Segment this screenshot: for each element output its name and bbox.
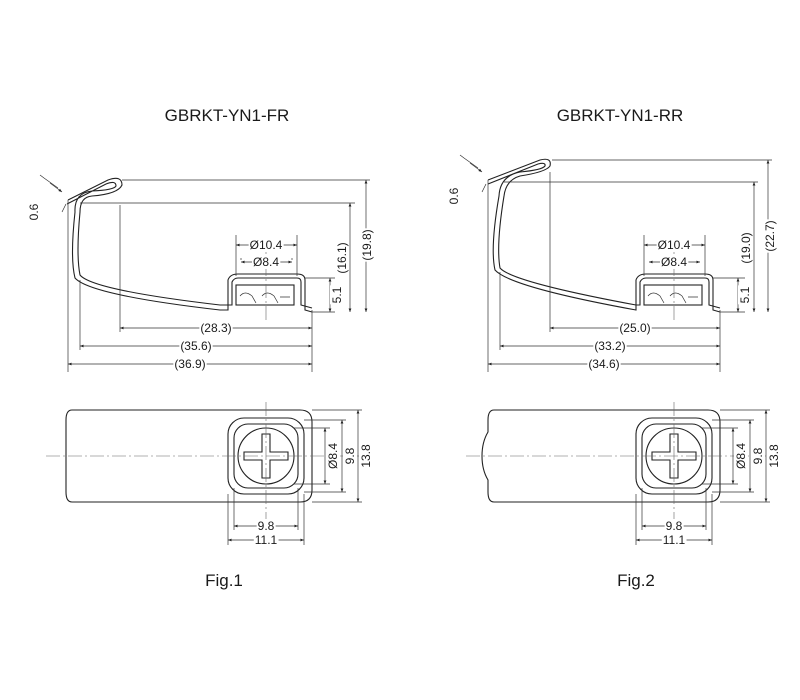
top-view: Ø8.4 9.8 13.8 9.8 11.1 [46, 402, 373, 547]
dim-boss-height: 5.1 [738, 286, 752, 303]
dim-h-inner: 9.8 [666, 519, 683, 533]
bracket-profile-inner [66, 181, 313, 313]
dim-thickness: 0.6 [447, 187, 461, 204]
cross-slot [243, 433, 289, 479]
dim-len-a: (28.3) [200, 321, 231, 335]
dim-d-inner: Ø8.4 [661, 255, 687, 269]
dim-label-bg [656, 238, 692, 252]
dim-label-bg [738, 285, 752, 305]
dim-label-bg [326, 441, 340, 471]
dim-label-bg [199, 321, 233, 335]
dim-len-c: (36.9) [174, 357, 205, 371]
dim-label-bg [767, 442, 781, 469]
figure-2: GBRKT-YN1-RR Ø10.4 Ø8.4 5.1 (19.0) (22.7… [447, 106, 781, 590]
cross-section-detail [239, 292, 290, 304]
dim-height-b: (22.7) [763, 220, 777, 251]
dim-label-bg [253, 533, 279, 547]
top-outline [481, 409, 721, 503]
boss-cavity [235, 284, 295, 306]
dim-v-diameter: Ø8.4 [734, 443, 748, 469]
dim-d-inner: Ø8.4 [253, 255, 279, 269]
side-view: Ø10.4 Ø8.4 5.1 (19.0) (22.7) 0.6 (25.0) … [447, 154, 777, 372]
dim-label-bg [664, 519, 684, 533]
dim-boss-height: 5.1 [330, 286, 344, 303]
dim-thickness: 0.6 [27, 203, 41, 220]
bracket-profile-inner [487, 162, 721, 313]
dim-label-bg [251, 255, 281, 269]
part-number-title: GBRKT-YN1-RR [557, 106, 684, 125]
dim-label-bg [734, 441, 748, 471]
cross-slot [651, 433, 697, 479]
centerlines [466, 402, 770, 520]
dim-label-bg [661, 533, 687, 547]
dim-label-bg [335, 241, 349, 275]
dim-len-b: (35.6) [180, 339, 211, 353]
dim-label-bg [359, 442, 373, 469]
dim-label-bg [330, 285, 344, 305]
figure-caption: Fig.1 [205, 571, 243, 590]
dim-len-c: (34.6) [588, 357, 619, 371]
dim-label-bg [739, 231, 753, 265]
boss-cavity [643, 284, 703, 306]
cross-section-detail [647, 292, 698, 304]
top-view: Ø8.4 9.8 13.8 9.8 11.1 [466, 402, 781, 547]
dim-h-outer: 11.1 [663, 533, 686, 547]
dim-label-bg [343, 446, 357, 466]
dim-v-diameter: Ø8.4 [326, 443, 340, 469]
dim-height-a: (19.0) [739, 232, 753, 263]
dim-label-bg [751, 446, 765, 466]
dim-label-bg [618, 321, 652, 335]
dim-d-outer: Ø10.4 [658, 238, 691, 252]
dim-v-outer: 13.8 [359, 444, 373, 468]
dim-label-bg [256, 519, 276, 533]
dim-h-outer: 11.1 [255, 533, 278, 547]
dim-v-inner: 9.8 [751, 447, 765, 464]
side-view: Ø10.4 Ø8.4 5.1 (16.1) (19.8) 0.6 (28.3) … [27, 174, 374, 372]
dim-h-inner: 9.8 [258, 519, 275, 533]
centerlines [46, 402, 360, 520]
dim-height-b: (19.8) [360, 229, 374, 260]
dim-label-bg [179, 339, 213, 353]
dim-label-bg [587, 357, 621, 371]
figure-caption: Fig.2 [617, 571, 655, 590]
dim-label-bg [593, 339, 627, 353]
dim-label-bg [659, 255, 689, 269]
top-outline [65, 409, 313, 503]
dim-label-bg [173, 357, 207, 371]
bracket-profile [487, 158, 721, 309]
dim-v-inner: 9.8 [343, 447, 357, 464]
bracket-profile [67, 177, 313, 309]
dim-len-b: (33.2) [594, 339, 625, 353]
dim-label-bg [360, 228, 374, 262]
dim-label-bg [763, 219, 777, 253]
dim-label-bg [248, 238, 284, 252]
dim-label-bg [447, 186, 461, 206]
dim-v-outer: 13.8 [767, 444, 781, 468]
figure-1: GBRKT-YN1-FR Ø10.4 Ø8.4 5.1 (16.1) [27, 106, 374, 590]
dim-len-a: (25.0) [619, 321, 650, 335]
dim-d-outer: Ø10.4 [250, 238, 283, 252]
part-number-title: GBRKT-YN1-FR [165, 106, 290, 125]
dim-height-a: (16.1) [335, 242, 349, 273]
dim-label-bg [27, 202, 41, 222]
